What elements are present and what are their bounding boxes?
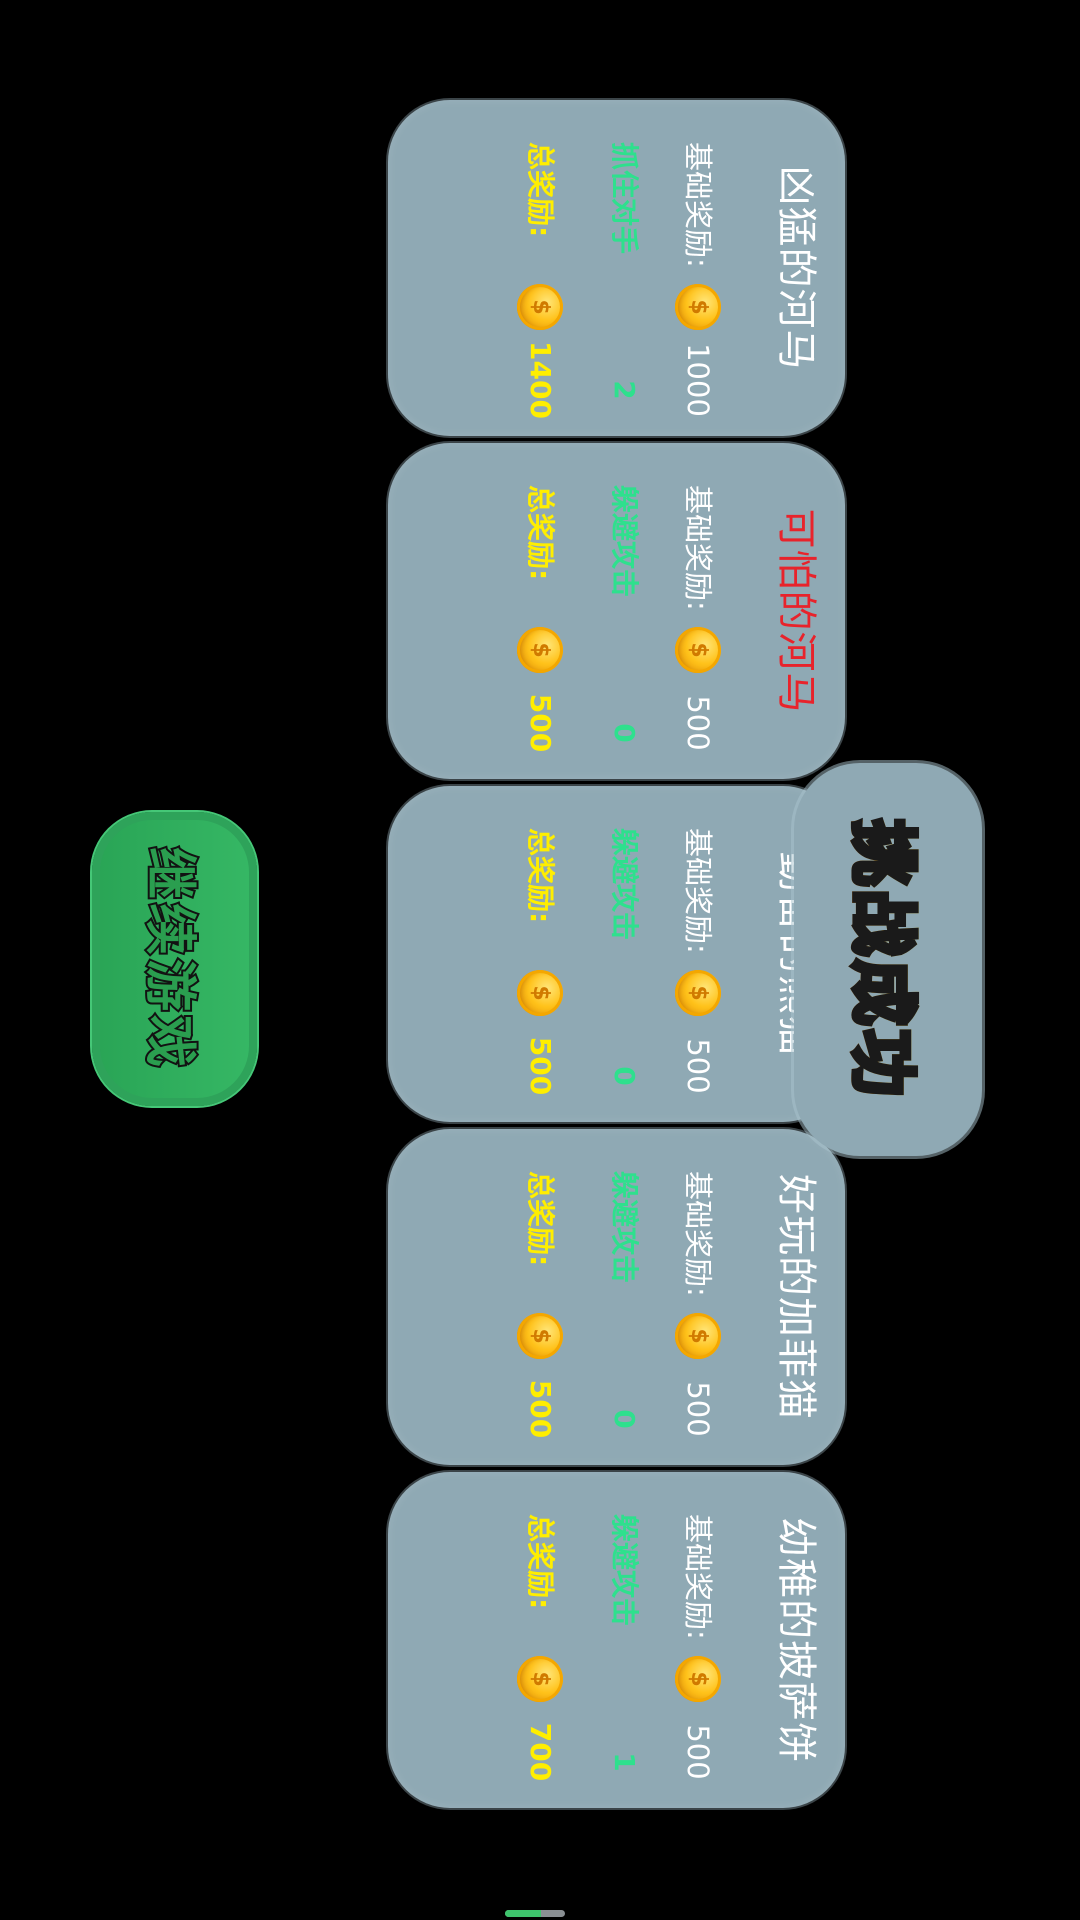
total-reward-label: 总奖励: xyxy=(524,1171,557,1267)
continue-game-label: 继续游戏 xyxy=(137,845,201,1073)
bonus-value: 0 xyxy=(608,1066,641,1086)
total-reward-row: 总奖励: $ 700 xyxy=(517,1514,563,1794)
total-reward-label: 总奖励: xyxy=(524,1514,557,1610)
coin-icon: $ xyxy=(517,284,563,330)
home-indicator-fill xyxy=(505,1910,541,1917)
total-reward-label: 总奖励: xyxy=(524,142,557,238)
coin-icon: $ xyxy=(675,970,721,1016)
total-reward-value: 500 xyxy=(524,1379,557,1439)
base-reward-value: 500 xyxy=(681,1381,716,1437)
total-reward-row: 总奖励: $ 500 xyxy=(517,485,563,765)
player-name: 好玩的加菲猫 xyxy=(773,1174,819,1420)
base-reward-row: 基础奖励: $ 500 xyxy=(675,828,721,1108)
base-reward-row: 基础奖励: $ 500 xyxy=(675,1514,721,1794)
base-reward-label: 基础奖励: xyxy=(681,1514,716,1640)
coin-icon: $ xyxy=(675,284,721,330)
base-reward-value: 500 xyxy=(681,1038,716,1094)
base-reward-value: 1000 xyxy=(681,343,716,417)
total-reward-label: 总奖励: xyxy=(524,485,557,581)
bonus-row: 躲避攻击 0 xyxy=(608,828,641,1108)
player-card-1: 凶猛的河马 基础奖励: $ 1000 抓住对手 2 总奖励: $ 1400 xyxy=(388,100,845,436)
coin-icon: $ xyxy=(517,1656,563,1702)
coin-icon: $ xyxy=(675,1656,721,1702)
player-name: 幼稚的披萨饼 xyxy=(773,1517,819,1763)
bonus-value: 0 xyxy=(608,1409,641,1429)
challenge-success-badge: 挑战成功 xyxy=(794,763,982,1156)
base-reward-value: 500 xyxy=(681,1724,716,1780)
base-reward-label: 基础奖励: xyxy=(681,1171,716,1297)
bonus-value: 0 xyxy=(608,723,641,743)
base-reward-row: 基础奖励: $ 1000 xyxy=(675,142,721,422)
continue-game-button[interactable]: 继续游戏 xyxy=(92,812,257,1106)
player-name: 凶猛的河马 xyxy=(773,165,819,371)
base-reward-row: 基础奖励: $ 500 xyxy=(675,485,721,765)
total-reward-value: 1400 xyxy=(524,341,557,419)
total-reward-row: 总奖励: $ 500 xyxy=(517,1171,563,1451)
coin-icon: $ xyxy=(517,627,563,673)
total-reward-value: 500 xyxy=(524,1036,557,1096)
base-reward-label: 基础奖励: xyxy=(681,828,716,954)
bonus-label: 躲避攻击 xyxy=(608,1514,641,1627)
home-indicator[interactable] xyxy=(505,1910,565,1917)
base-reward-value: 500 xyxy=(681,695,716,751)
base-reward-row: 基础奖励: $ 500 xyxy=(675,1171,721,1451)
bonus-value: 2 xyxy=(608,380,641,400)
player-card-2: 可怕的河马 基础奖励: $ 500 躲避攻击 0 总奖励: $ 500 xyxy=(388,443,845,779)
total-reward-row: 总奖励: $ 500 xyxy=(517,828,563,1108)
total-reward-value: 700 xyxy=(524,1722,557,1782)
player-card-4: 好玩的加菲猫 基础奖励: $ 500 躲避攻击 0 总奖励: $ 500 xyxy=(388,1129,845,1465)
bonus-label: 躲避攻击 xyxy=(608,485,641,598)
coin-icon: $ xyxy=(675,1313,721,1359)
bonus-row: 躲避攻击 0 xyxy=(608,485,641,765)
bonus-value: 1 xyxy=(608,1752,641,1772)
player-card-5: 幼稚的披萨饼 基础奖励: $ 500 躲避攻击 1 总奖励: $ 700 xyxy=(388,1472,845,1808)
coin-icon: $ xyxy=(675,627,721,673)
base-reward-label: 基础奖励: xyxy=(681,485,716,611)
bonus-row: 躲避攻击 1 xyxy=(608,1514,641,1794)
bonus-row: 躲避攻击 0 xyxy=(608,1171,641,1451)
coin-icon: $ xyxy=(517,970,563,1016)
bonus-label: 躲避攻击 xyxy=(608,1171,641,1284)
result-title: 挑战成功 xyxy=(840,817,936,1102)
bonus-row: 抓住对手 2 xyxy=(608,142,641,422)
bonus-label: 抓住对手 xyxy=(608,142,641,255)
player-name: 可怕的河马 xyxy=(773,508,819,714)
base-reward-label: 基础奖励: xyxy=(681,142,716,268)
total-reward-value: 500 xyxy=(524,693,557,753)
total-reward-row: 总奖励: $ 1400 xyxy=(517,142,563,422)
coin-icon: $ xyxy=(517,1313,563,1359)
bonus-label: 躲避攻击 xyxy=(608,828,641,941)
player-card-3: 勤奋的熊猫 基础奖励: $ 500 躲避攻击 0 总奖励: $ 500 xyxy=(388,786,845,1122)
total-reward-label: 总奖励: xyxy=(524,828,557,924)
